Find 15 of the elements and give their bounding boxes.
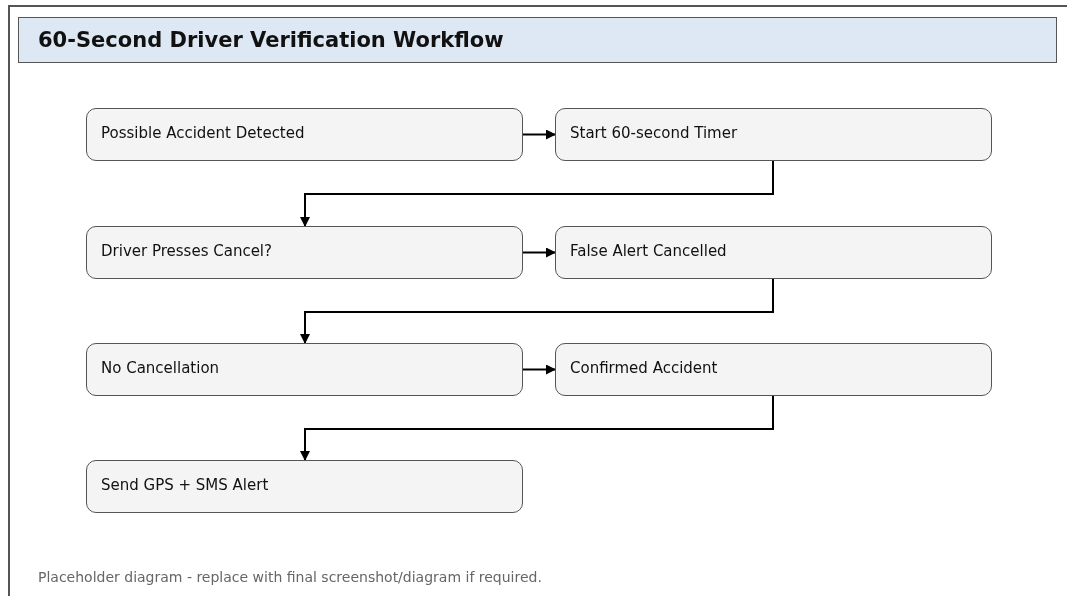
process-box: Driver Presses Cancel? <box>86 226 523 279</box>
process-box: Possible Accident Detected <box>86 108 523 161</box>
process-box: Start 60-second Timer <box>555 108 992 161</box>
diagram-title: 60-Second Driver Verification Workflow <box>38 28 504 52</box>
process-box: No Cancellation <box>86 343 523 396</box>
arrow <box>300 160 774 227</box>
process-box: Send GPS + SMS Alert <box>86 460 523 513</box>
arrow <box>300 395 774 461</box>
process-box: False Alert Cancelled <box>555 226 992 279</box>
arrow <box>522 129 556 140</box>
caption: Placeholder diagram - replace with final screenshot/diagram if required. <box>38 569 542 585</box>
arrow <box>300 278 774 344</box>
arrow <box>522 364 556 375</box>
process-box: Confirmed Accident <box>555 343 992 396</box>
arrow <box>522 247 556 258</box>
